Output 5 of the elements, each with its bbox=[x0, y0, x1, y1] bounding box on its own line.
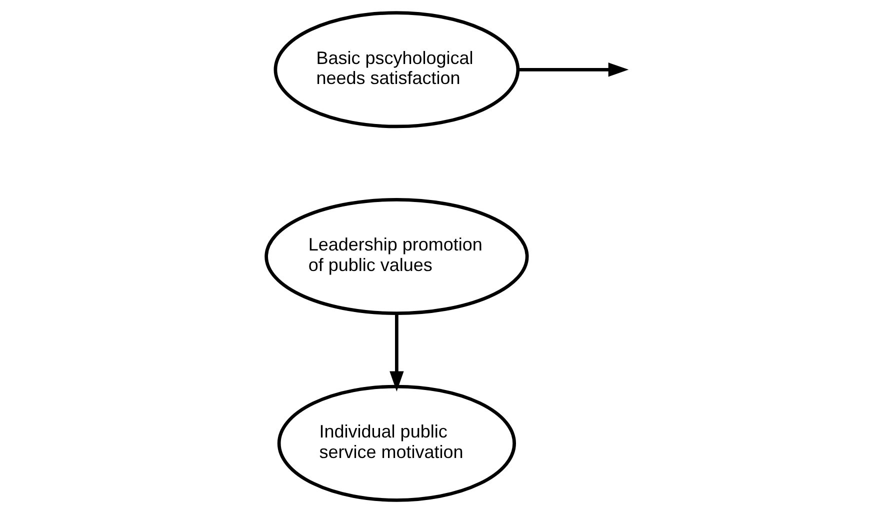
node-ellipse: Leadership promotion of public values bbox=[264, 198, 529, 316]
node-ellipse: Basic pscyhological needs satisfaction bbox=[274, 11, 520, 128]
arrow bbox=[518, 62, 629, 77]
node-ellipse: Individual public service motivation bbox=[277, 384, 516, 502]
arrow bbox=[390, 314, 404, 392]
